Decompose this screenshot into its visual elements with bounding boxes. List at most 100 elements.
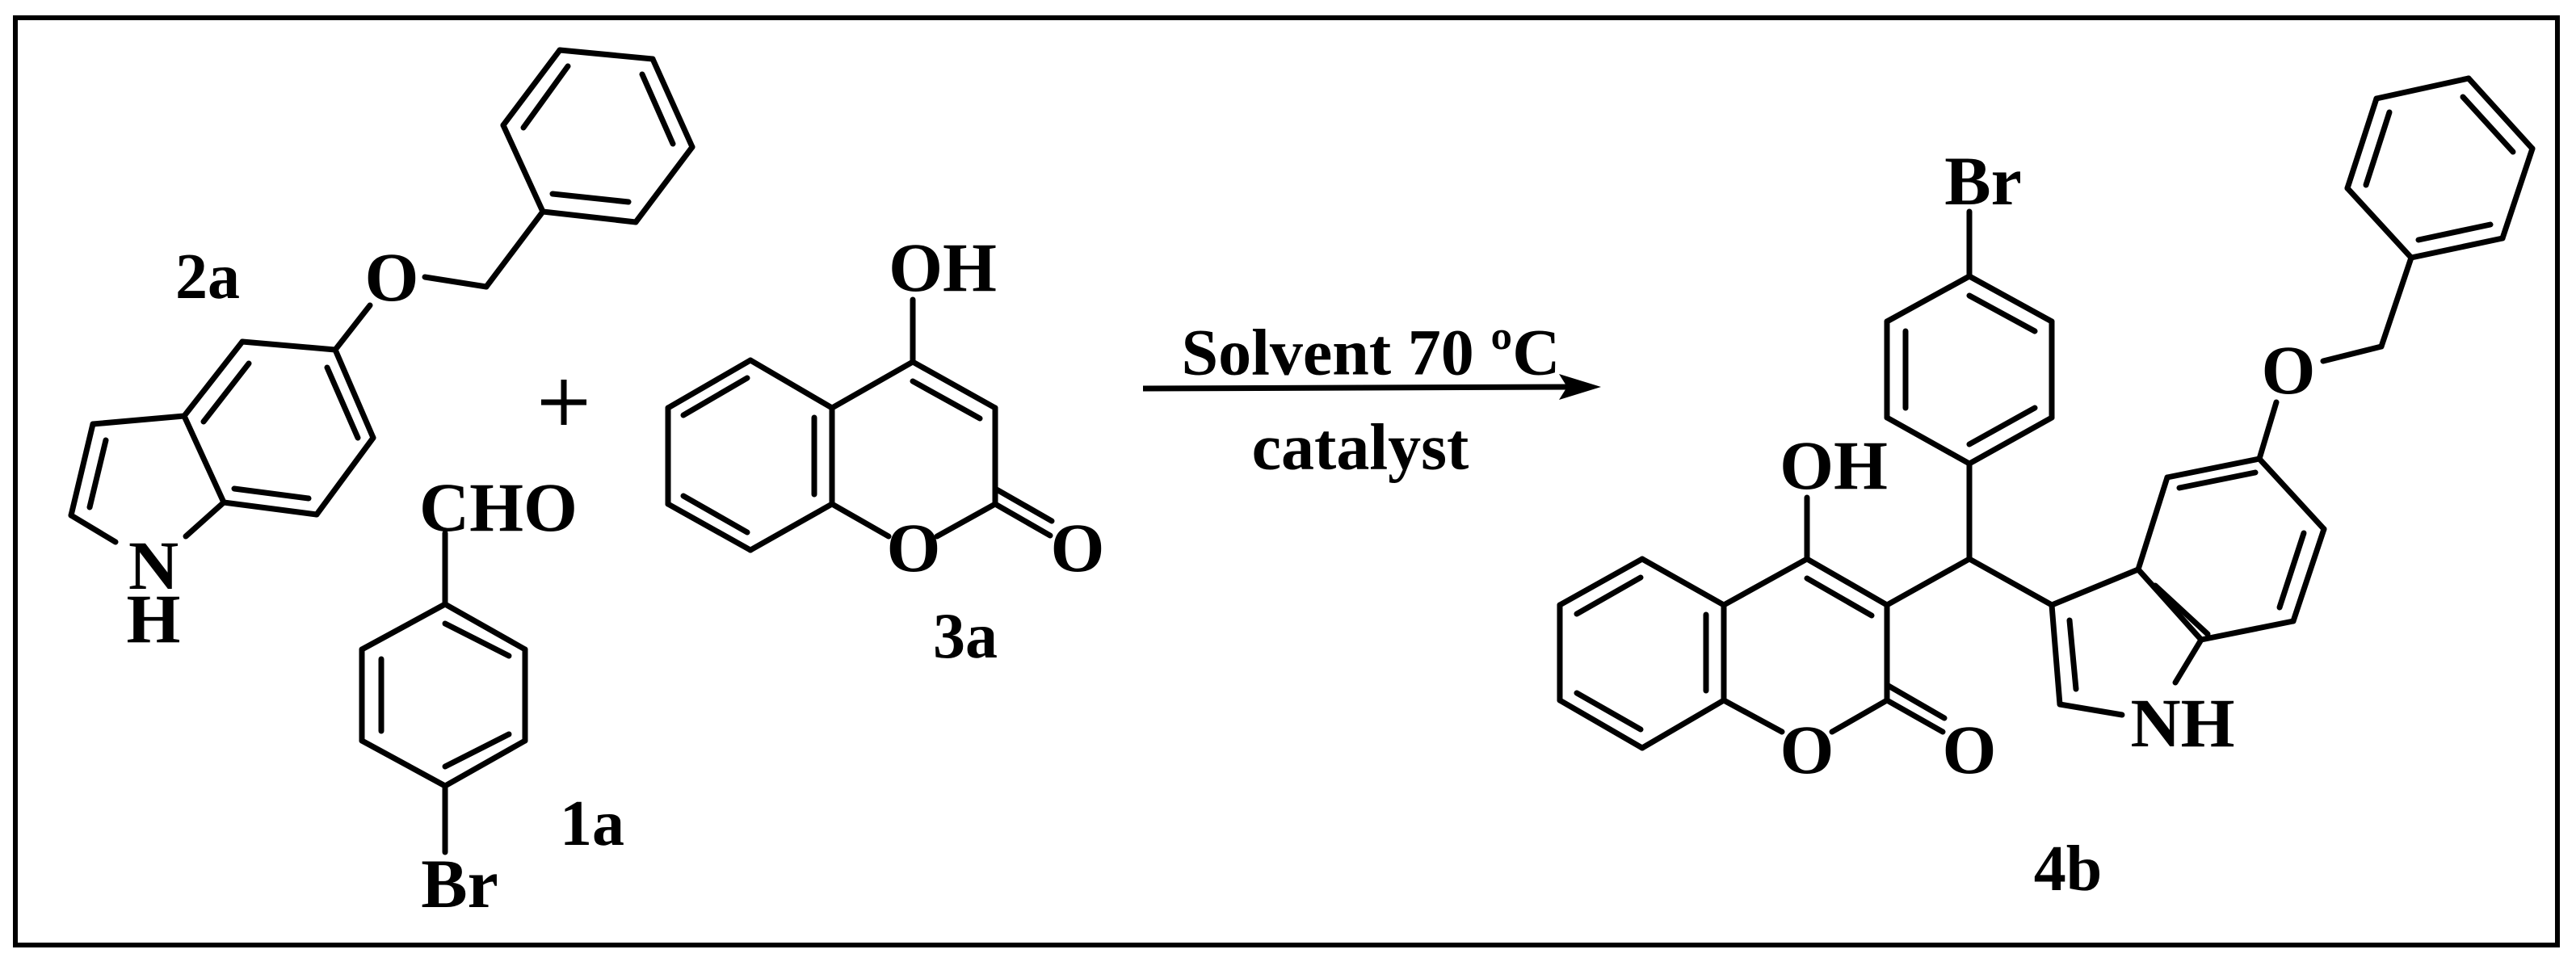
bond-lines xyxy=(68,47,695,545)
bond-line xyxy=(231,485,312,502)
atom-label: Br xyxy=(1944,142,2022,220)
bond-line xyxy=(1966,405,2038,447)
bond-line xyxy=(442,731,512,770)
bond-line xyxy=(183,499,227,540)
atom-label: O xyxy=(1780,711,1834,788)
atom-label: OH xyxy=(1780,426,1888,504)
bond-line xyxy=(68,512,119,545)
bond-line xyxy=(2465,75,2536,152)
bond-line xyxy=(1966,556,2055,608)
bond-line xyxy=(2415,221,2494,243)
bond-line xyxy=(1884,682,1948,721)
bond-line xyxy=(649,56,695,150)
bond-line xyxy=(313,435,376,518)
bond-line xyxy=(324,364,361,441)
bond-lines xyxy=(665,296,1055,553)
bond-line xyxy=(221,499,320,518)
bond-line xyxy=(1966,414,2055,467)
bond-line xyxy=(1557,697,1645,751)
bond-line xyxy=(2135,566,2204,643)
atom-label: N xyxy=(128,527,179,604)
bond-line xyxy=(2320,343,2385,364)
atom-label: O xyxy=(887,509,941,586)
bond-line xyxy=(1639,697,1727,751)
condition-below-arrow: catalyst xyxy=(1252,410,1469,484)
bond-line xyxy=(359,601,448,653)
bond-line xyxy=(1574,690,1644,733)
bond-line xyxy=(2135,474,2170,573)
bond-line xyxy=(2049,602,2063,708)
bond-line xyxy=(1721,556,1810,608)
atom-labels: OH O O xyxy=(887,229,1105,586)
bond-line xyxy=(1721,697,1785,735)
atom-label: CHO xyxy=(419,468,578,546)
bond-line xyxy=(2363,109,2393,188)
bond-line xyxy=(2152,582,2211,637)
compound-label-1a: 1a xyxy=(560,788,624,859)
bond-line xyxy=(332,302,373,353)
bond-line xyxy=(1639,556,1727,608)
bond-line xyxy=(359,737,448,789)
bond-line xyxy=(910,359,998,411)
compound-label-3a: 3a xyxy=(933,601,998,672)
bond-line xyxy=(422,274,490,290)
bond-line xyxy=(2290,526,2327,624)
compound-label-2a: 2a xyxy=(175,242,240,313)
atom-labels: CHO Br xyxy=(419,468,578,922)
bond-line xyxy=(680,375,750,418)
bond-line xyxy=(520,63,571,131)
bond-line xyxy=(1966,273,2055,325)
bond-line xyxy=(500,122,546,215)
bond-line xyxy=(1829,697,1890,735)
bond-line xyxy=(2256,399,2280,462)
bond-line xyxy=(1804,575,1875,619)
bond-line xyxy=(1966,292,2038,334)
bond-line xyxy=(2164,456,2263,481)
bond-line xyxy=(442,601,528,653)
bond-line xyxy=(2057,701,2125,718)
atom-labels: ONH xyxy=(127,238,419,657)
compound-2a-indole: ONH 2a xyxy=(68,47,695,657)
condition-above-arrow: Solvent 70 ºC xyxy=(1182,316,1561,389)
bond-line xyxy=(1574,574,1644,617)
bond-line xyxy=(2378,254,2414,350)
atom-label: O xyxy=(1943,711,1997,788)
bond-line xyxy=(2460,94,2516,155)
bond-line xyxy=(332,347,376,441)
atom-label: OH xyxy=(889,229,997,306)
bond-line xyxy=(549,191,632,205)
bond-line xyxy=(2198,618,2297,643)
atom-label: O xyxy=(1051,509,1105,586)
bond-line xyxy=(992,485,1055,524)
atom-label: O xyxy=(2262,331,2316,409)
bond-line xyxy=(442,620,512,659)
bond-line xyxy=(665,501,754,553)
compound-label-4b: 4b xyxy=(2034,834,2103,905)
bond-line xyxy=(639,71,676,147)
bond-line xyxy=(1884,556,1973,608)
bond-line xyxy=(747,357,835,411)
bond-line xyxy=(934,501,998,540)
compound-1a-bromobenzaldehyde: CHO Br 1a xyxy=(359,468,624,922)
bond-line xyxy=(2499,145,2536,242)
bond-line xyxy=(1884,697,1946,735)
bond-line xyxy=(2276,530,2307,611)
arrow-shaft xyxy=(1142,384,1578,392)
bond-line xyxy=(829,359,916,411)
bond-line xyxy=(181,338,246,419)
atom-label: O xyxy=(365,238,419,316)
bond-line xyxy=(747,501,835,553)
bond-line xyxy=(2344,185,2414,261)
bond-line xyxy=(483,208,546,290)
bond-line xyxy=(2344,95,2380,191)
figure-frame xyxy=(13,15,2560,947)
bond-line xyxy=(2176,469,2259,491)
bond-line xyxy=(2256,456,2327,532)
bond-line xyxy=(2066,617,2079,692)
bond-line xyxy=(829,501,892,540)
bond-line xyxy=(557,47,656,62)
bond-line xyxy=(2408,235,2506,261)
atom-label: Br xyxy=(421,845,498,922)
bond-line xyxy=(2172,636,2204,686)
